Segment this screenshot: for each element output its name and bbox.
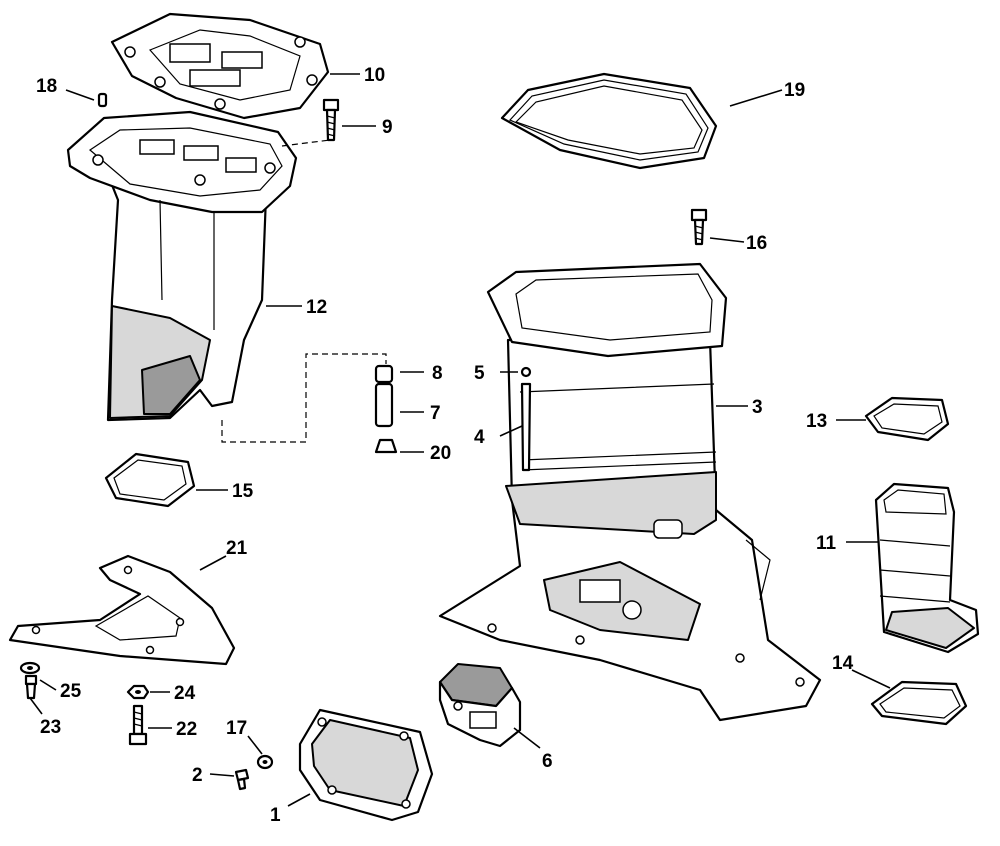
callout-22: 22 — [176, 719, 197, 740]
callout-2: 2 — [192, 765, 203, 786]
callout-10: 10 — [364, 65, 385, 86]
tube-parts — [374, 364, 398, 454]
callout-24: 24 — [174, 683, 196, 704]
callout-20: 20 — [430, 443, 451, 464]
bolt-part — [690, 208, 708, 246]
callout-12: 12 — [306, 297, 327, 318]
screw-part — [322, 98, 340, 142]
callout-21: 21 — [226, 538, 248, 559]
callout-leaders — [29, 73, 891, 807]
callout-11: 11 — [816, 533, 837, 554]
callout-1: 1 — [270, 805, 281, 826]
callout-14: 14 — [832, 653, 854, 674]
callout-5: 5 — [474, 363, 485, 384]
callout-9: 9 — [382, 117, 393, 138]
small-fasteners-parts — [234, 754, 274, 791]
plate-part — [8, 554, 236, 666]
callout-6: 6 — [542, 751, 553, 772]
dashed-connectors — [221, 139, 387, 443]
callout-15: 15 — [232, 481, 254, 502]
cover-part — [298, 708, 434, 822]
nut-bolt-parts — [126, 684, 150, 746]
washer-screw-parts — [19, 661, 41, 700]
callout-3: 3 — [752, 397, 763, 418]
mount-part — [438, 663, 522, 748]
callout-16: 16 — [746, 233, 767, 254]
seal-ring-part — [500, 72, 718, 170]
driveshaft-housing-part — [438, 262, 822, 722]
exhaust-housing-part — [66, 110, 298, 422]
callout-19: 19 — [784, 80, 805, 101]
gasket-14-part — [870, 680, 968, 726]
gasket-small-part — [104, 452, 196, 508]
callout-13: 13 — [806, 411, 827, 432]
gasket-plate-part — [110, 12, 330, 120]
adapter-part — [874, 482, 980, 654]
gasket-13-part — [864, 396, 950, 442]
callout-7: 7 — [430, 403, 441, 424]
stud-part — [520, 366, 532, 472]
callout-4: 4 — [474, 427, 485, 448]
callout-labels: 18 10 9 12 8 7 20 15 21 19 16 5 4 3 13 1… — [36, 65, 854, 826]
callout-17: 17 — [226, 718, 247, 739]
callout-18: 18 — [36, 76, 57, 97]
dowel-pin-part — [97, 92, 108, 108]
callout-25: 25 — [60, 681, 82, 702]
callout-8: 8 — [432, 363, 443, 384]
callout-23: 23 — [40, 717, 61, 738]
